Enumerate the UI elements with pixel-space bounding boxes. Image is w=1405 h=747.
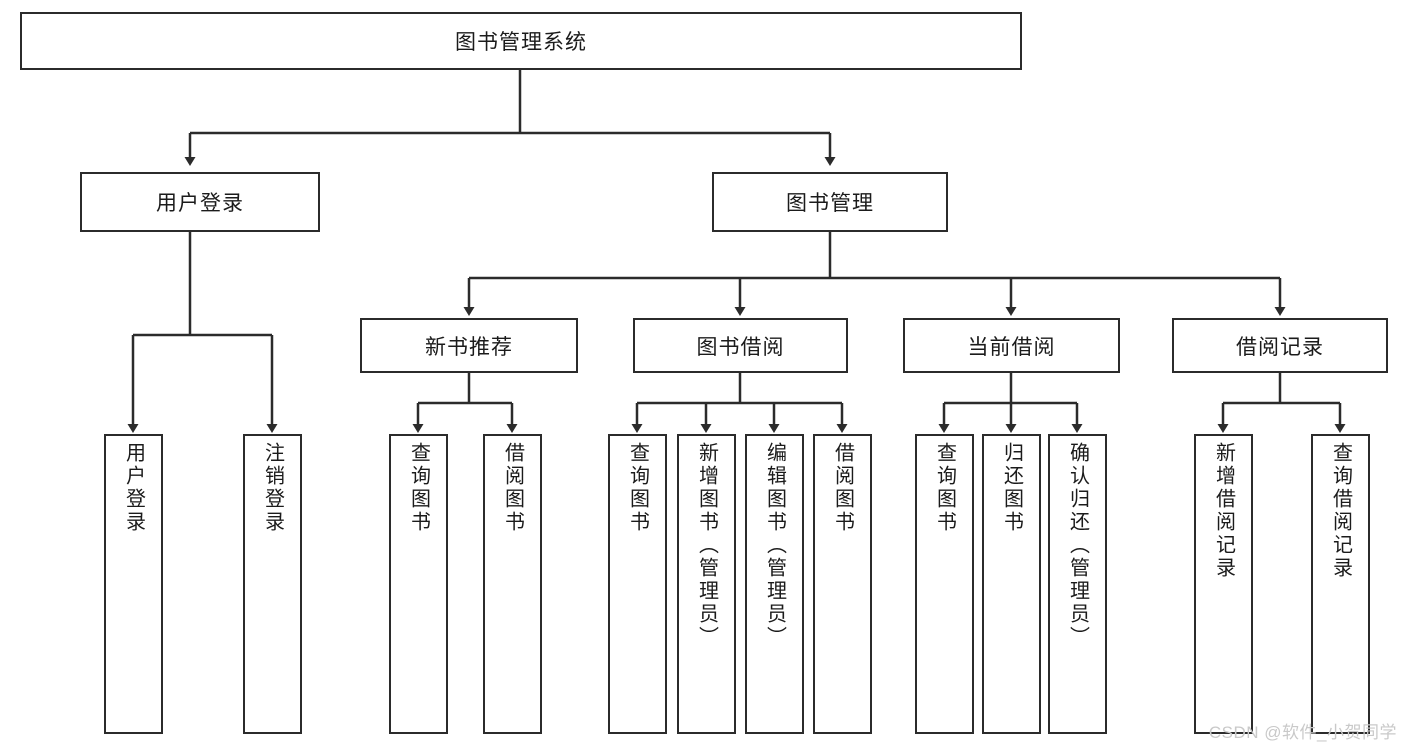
node-leaf-records-add[interactable]: 新增借阅记录 bbox=[1194, 434, 1253, 734]
node-current-borrow[interactable]: 当前借阅 bbox=[903, 318, 1120, 373]
node-borrow-records-label: 借阅记录 bbox=[1236, 335, 1324, 359]
node-leaf-records-query[interactable]: 查询借阅记录 bbox=[1311, 434, 1370, 734]
node-leaf-borrow-edit-label: 编辑图书（管理员） bbox=[763, 442, 786, 649]
node-book-borrow-label: 图书借阅 bbox=[696, 335, 785, 359]
node-leaf-borrow-query-label: 查询图书 bbox=[626, 442, 649, 534]
node-book-management[interactable]: 图书管理 bbox=[712, 172, 948, 232]
node-leaf-borrow-add[interactable]: 新增图书（管理员） bbox=[677, 434, 736, 734]
node-leaf-borrow-lend-label: 借阅图书 bbox=[831, 442, 854, 534]
node-root-label: 图书管理系统 bbox=[455, 31, 587, 54]
node-leaf-current-return[interactable]: 归还图书 bbox=[982, 434, 1041, 734]
node-leaf-newbook-query-label: 查询图书 bbox=[407, 442, 430, 534]
node-leaf-borrow-query[interactable]: 查询图书 bbox=[608, 434, 667, 734]
node-user-login[interactable]: 用户登录 bbox=[80, 172, 320, 232]
node-leaf-user-login[interactable]: 用户登录 bbox=[104, 434, 163, 734]
watermark: CSDN @软件_小贺同学 bbox=[1208, 723, 1397, 742]
node-leaf-borrow-edit[interactable]: 编辑图书（管理员） bbox=[745, 434, 804, 734]
node-book-borrow[interactable]: 图书借阅 bbox=[633, 318, 848, 373]
node-root[interactable]: 图书管理系统 bbox=[20, 12, 1022, 70]
node-leaf-borrow-add-label: 新增图书（管理员） bbox=[695, 442, 718, 649]
node-leaf-records-add-label: 新增借阅记录 bbox=[1212, 442, 1235, 580]
node-current-borrow-label: 当前借阅 bbox=[967, 335, 1056, 359]
node-leaf-current-return-label: 归还图书 bbox=[1000, 442, 1023, 534]
node-leaf-current-confirm-label: 确认归还（管理员） bbox=[1066, 442, 1089, 649]
node-leaf-user-login-label: 用户登录 bbox=[122, 442, 145, 534]
node-leaf-newbook-query[interactable]: 查询图书 bbox=[389, 434, 448, 734]
node-leaf-current-query[interactable]: 查询图书 bbox=[915, 434, 974, 734]
node-leaf-newbook-borrow-label: 借阅图书 bbox=[501, 442, 524, 534]
node-user-login-label: 用户登录 bbox=[156, 192, 244, 215]
node-leaf-user-logout-label: 注销登录 bbox=[261, 442, 284, 534]
node-new-book-recommend[interactable]: 新书推荐 bbox=[360, 318, 578, 373]
node-leaf-borrow-lend[interactable]: 借阅图书 bbox=[813, 434, 872, 734]
node-leaf-records-query-label: 查询借阅记录 bbox=[1329, 442, 1352, 580]
node-leaf-newbook-borrow[interactable]: 借阅图书 bbox=[483, 434, 542, 734]
node-leaf-user-logout[interactable]: 注销登录 bbox=[243, 434, 302, 734]
node-borrow-records[interactable]: 借阅记录 bbox=[1172, 318, 1388, 373]
node-new-book-recommend-label: 新书推荐 bbox=[425, 335, 513, 359]
node-leaf-current-confirm[interactable]: 确认归还（管理员） bbox=[1048, 434, 1107, 734]
node-leaf-current-query-label: 查询图书 bbox=[933, 442, 956, 534]
node-book-management-label: 图书管理 bbox=[786, 192, 874, 215]
